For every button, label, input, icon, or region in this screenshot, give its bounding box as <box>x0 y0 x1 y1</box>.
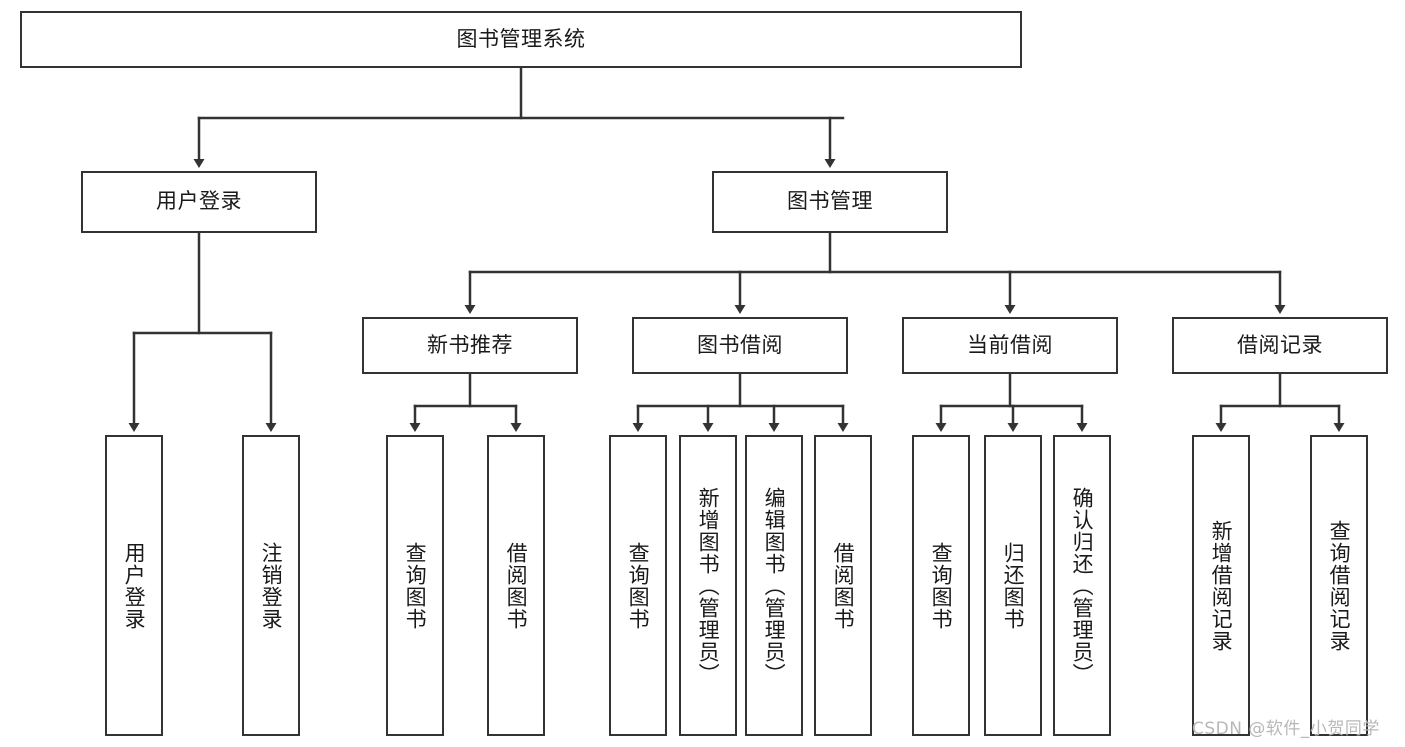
node-leaf-user-logout-label: 注销登录 <box>259 541 284 630</box>
node-borrow-record[interactable]: 借阅记录 <box>1172 317 1388 374</box>
node-leaf-borrow-book-1-label: 借阅图书 <box>504 541 529 630</box>
node-leaf-query-book-3[interactable]: 查询图书 <box>912 435 970 736</box>
node-new-book-recommend-label: 新书推荐 <box>427 332 513 357</box>
node-leaf-query-book-1-label: 查询图书 <box>403 541 428 630</box>
node-leaf-add-borrow-record-label: 新增借阅记录 <box>1209 519 1234 652</box>
node-leaf-confirm-return-admin[interactable]: 确认归还（管理员） <box>1053 435 1111 736</box>
node-user-login[interactable]: 用户登录 <box>81 171 317 233</box>
node-leaf-query-book-1[interactable]: 查询图书 <box>386 435 444 736</box>
node-new-book-recommend[interactable]: 新书推荐 <box>362 317 578 374</box>
node-current-borrow-label: 当前借阅 <box>967 332 1053 357</box>
node-leaf-borrow-book-2-label: 借阅图书 <box>831 541 856 630</box>
node-leaf-user-login-label: 用户登录 <box>122 541 147 630</box>
node-leaf-edit-book-admin-label: 编辑图书（管理员） <box>762 486 787 685</box>
node-leaf-return-book-label: 归还图书 <box>1001 541 1026 630</box>
node-leaf-borrow-book-1[interactable]: 借阅图书 <box>487 435 545 736</box>
node-leaf-user-logout[interactable]: 注销登录 <box>242 435 300 736</box>
node-current-borrow[interactable]: 当前借阅 <box>902 317 1118 374</box>
node-leaf-add-book-admin[interactable]: 新增图书（管理员） <box>679 435 737 736</box>
node-user-login-label: 用户登录 <box>156 189 242 214</box>
node-leaf-edit-book-admin[interactable]: 编辑图书（管理员） <box>745 435 803 736</box>
node-leaf-borrow-book-2[interactable]: 借阅图书 <box>814 435 872 736</box>
node-book-borrow-label: 图书借阅 <box>697 332 783 357</box>
node-leaf-user-login[interactable]: 用户登录 <box>105 435 163 736</box>
csdn-watermark: CSDN @软件_小贺同学 <box>1192 719 1380 739</box>
node-book-manage[interactable]: 图书管理 <box>712 171 948 233</box>
node-leaf-query-book-2-label: 查询图书 <box>626 541 651 630</box>
node-leaf-return-book[interactable]: 归还图书 <box>984 435 1042 736</box>
node-leaf-query-book-2[interactable]: 查询图书 <box>609 435 667 736</box>
node-root-label: 图书管理系统 <box>456 26 586 51</box>
node-leaf-query-borrow-record-label: 查询借阅记录 <box>1327 519 1352 652</box>
node-book-borrow[interactable]: 图书借阅 <box>632 317 848 374</box>
node-borrow-record-label: 借阅记录 <box>1237 332 1323 357</box>
node-leaf-add-book-admin-label: 新增图书（管理员） <box>696 486 721 685</box>
node-leaf-confirm-return-admin-label: 确认归还（管理员） <box>1070 486 1095 685</box>
node-root[interactable]: 图书管理系统 <box>20 11 1022 68</box>
node-book-manage-label: 图书管理 <box>787 189 873 214</box>
node-leaf-add-borrow-record[interactable]: 新增借阅记录 <box>1192 435 1250 736</box>
node-leaf-query-book-3-label: 查询图书 <box>929 541 954 630</box>
node-leaf-query-borrow-record[interactable]: 查询借阅记录 <box>1310 435 1368 736</box>
